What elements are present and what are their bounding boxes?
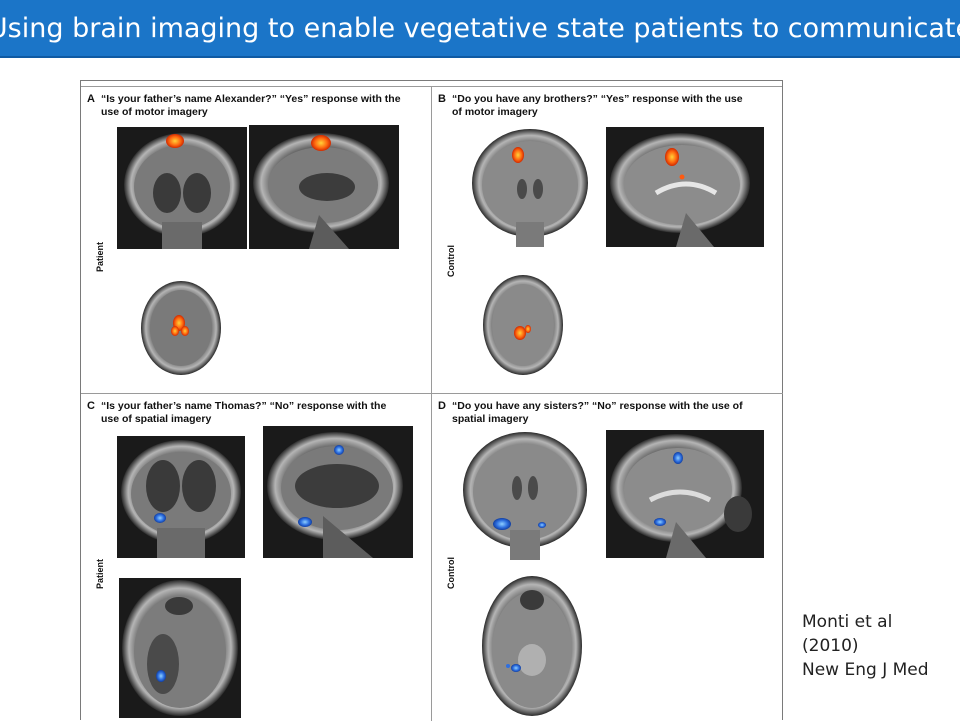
panel-b-sagittal-scan [606,127,764,247]
panel-c-letter: C [87,400,95,412]
panel-c-coronal-scan [117,436,245,558]
panel-d: D “Do you have any sisters?” “No” respon… [432,394,783,721]
panel-b-caption: “Do you have any brothers?” “Yes” respon… [452,93,743,118]
panel-a-letter: A [87,93,95,105]
panel-a-axial-scan [139,279,223,377]
slide-title-bar: Using brain imaging to enable vegetative… [0,0,960,58]
panel-d-sagittal-scan [606,430,764,558]
panel-d-letter: D [438,400,446,412]
panel-a: A “Is your father’s name Alexander?” “Ye… [81,87,432,394]
panel-d-axial-scan [478,570,586,718]
panel-b-coronal-scan [468,127,592,247]
citation: Monti et al (2010) New Eng J Med [802,610,929,682]
citation-authors: Monti et al [802,612,893,632]
fmri-figure: A “Is your father’s name Alexander?” “Ye… [80,80,783,721]
panel-a-coronal-scan [117,127,247,249]
panel-c-caption: “Is your father’s name Thomas?” “No” res… [101,400,387,425]
panel-b-axial-scan [480,273,566,377]
panel-b-subject-label: Control [446,245,456,277]
citation-year: (2010) [802,636,859,656]
panel-d-subject-label: Control [446,557,456,589]
panel-a-subject-label: Patient [95,241,105,272]
panel-c-subject-label: Patient [95,558,105,589]
panel-c: C “Is your father’s name Thomas?” “No” r… [81,394,432,721]
panel-b: B “Do you have any brothers?” “Yes” resp… [432,87,783,394]
panel-a-sagittal-scan [249,125,399,249]
panel-c-sagittal-scan [263,426,413,558]
panel-c-axial-scan [119,578,241,718]
panel-a-caption: “Is your father’s name Alexander?” “Yes”… [101,93,401,118]
panel-d-coronal-scan [460,430,590,560]
panel-d-caption: “Do you have any sisters?” “No” response… [452,400,743,425]
panel-b-letter: B [438,93,446,105]
citation-journal: New Eng J Med [802,660,929,680]
slide-title: Using brain imaging to enable vegetative… [0,12,960,44]
figure-top-rule [81,86,782,87]
